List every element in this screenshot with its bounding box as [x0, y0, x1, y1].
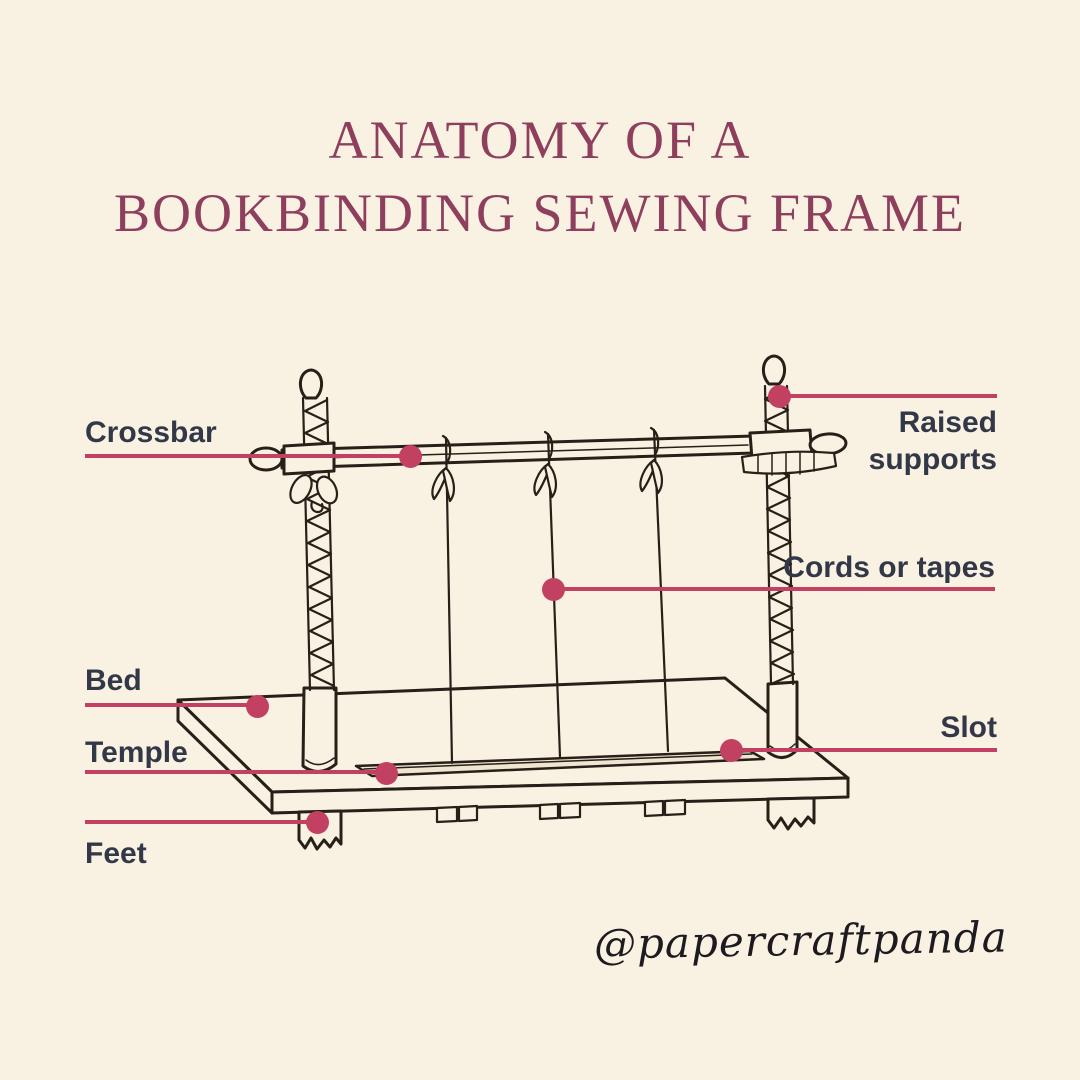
label-raised-supports: Raised supports [868, 406, 997, 476]
bed-board [176, 676, 850, 815]
cords-leader-line [552, 587, 995, 591]
signature-handle: @papercraftpanda [593, 912, 1009, 969]
label-slot: Slot [940, 711, 997, 744]
label-temple: Temple [85, 736, 188, 769]
bed-leader-line [85, 703, 257, 707]
raised-supports-dot [767, 384, 791, 408]
temple-leader-line [85, 770, 387, 774]
slot-leader-line [730, 748, 997, 752]
feet-dot [305, 810, 329, 834]
crossbar-dot [398, 444, 422, 468]
slot-dot [719, 738, 743, 762]
title-line-1: ANATOMY OF A [328, 110, 752, 170]
label-bed: Bed [85, 664, 142, 697]
bed-dot [245, 694, 269, 718]
left-bar-knob [248, 446, 284, 472]
label-feet: Feet [85, 837, 147, 870]
left-finial [298, 368, 324, 400]
crossbar-leader-line [85, 454, 411, 458]
cords-dot [541, 577, 565, 601]
left-wing-nut [289, 473, 339, 514]
label-crossbar: Crossbar [85, 416, 217, 449]
raised-supports-leader-line [779, 394, 997, 398]
right-finial [761, 354, 787, 386]
left-upright-screw [298, 368, 336, 692]
label-cords-or-tapes: Cords or tapes [783, 551, 995, 584]
title-line-2: BOOKBINDING SEWING FRAME [114, 183, 966, 243]
page-title: ANATOMY OF A BOOKBINDING SEWING FRAME [0, 104, 1080, 250]
feet-leader-line [85, 820, 317, 824]
temple-dot [374, 761, 398, 785]
right-wing-nut [740, 428, 848, 477]
